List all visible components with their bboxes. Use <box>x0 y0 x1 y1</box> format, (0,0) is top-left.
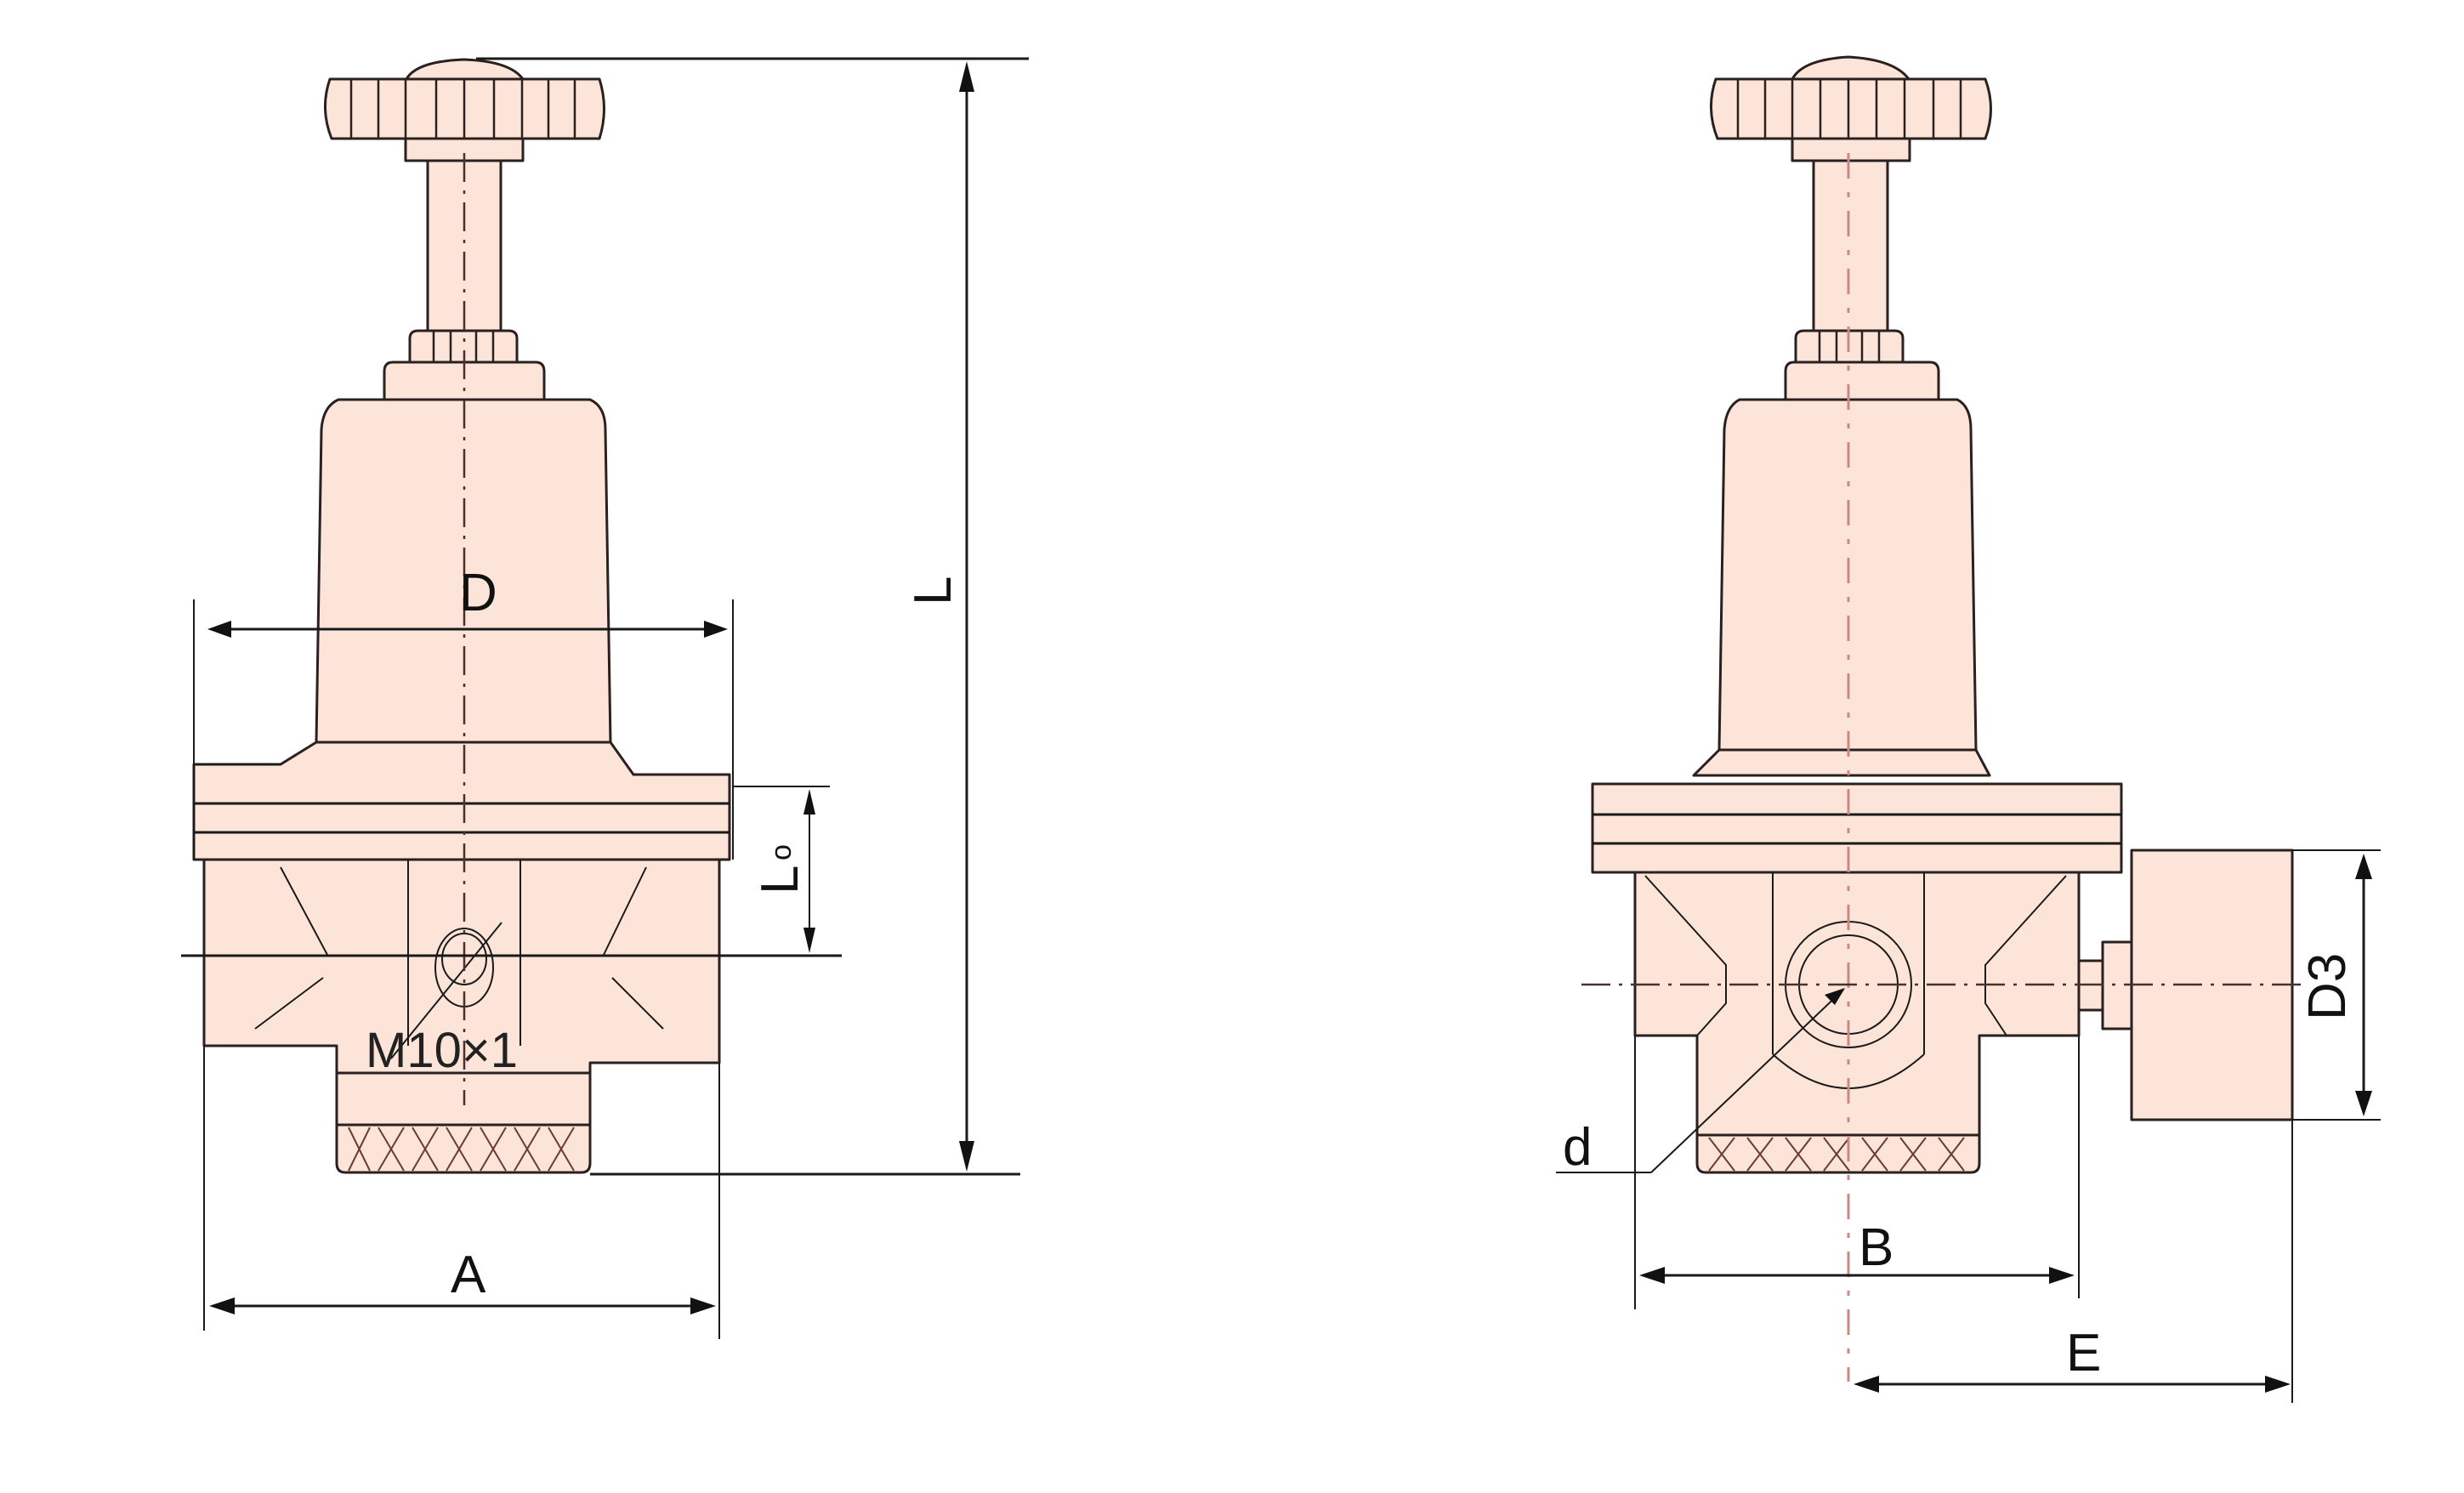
knob-dome <box>405 58 525 81</box>
side-view-dimensions: B E D3 <box>1634 849 2381 1403</box>
knob-ribs <box>1736 79 1962 139</box>
stem <box>1812 159 1889 332</box>
dimension-L-label: L <box>904 576 962 605</box>
knob-band <box>1709 77 1992 140</box>
bonnet-neck <box>383 360 546 401</box>
dimension-D3-label: D3 <box>2298 953 2357 1020</box>
bonnet-neck <box>1784 360 1940 401</box>
knurled-nut <box>335 1123 592 1174</box>
dimension-L0-label: L o <box>751 844 809 894</box>
knurled-nut <box>1695 1133 1981 1174</box>
svg-text:L: L <box>751 866 809 894</box>
knurl-pattern <box>348 1127 575 1172</box>
dimension-A-label: A <box>451 1246 486 1304</box>
dimension-E-label: E <box>2066 1324 2101 1382</box>
dimension-B-label: B <box>1859 1218 1893 1277</box>
dimension-d-label: d <box>1563 1118 1592 1177</box>
front-view-dimensions: D L L o A <box>193 57 1029 1339</box>
dimension-D-label: D <box>459 564 497 622</box>
knob-hub <box>1791 137 1911 162</box>
svg-text:o: o <box>765 844 798 860</box>
collar-nut <box>408 329 519 364</box>
side-view: d <box>1556 55 2304 1382</box>
thread-label: M10×1 <box>366 1023 518 1078</box>
knurl-pattern <box>1708 1137 1965 1172</box>
flange <box>1591 782 2123 874</box>
knob-ribs <box>349 79 576 139</box>
knob-dome <box>1791 55 1910 81</box>
front-view: M10×1 <box>181 58 842 1174</box>
